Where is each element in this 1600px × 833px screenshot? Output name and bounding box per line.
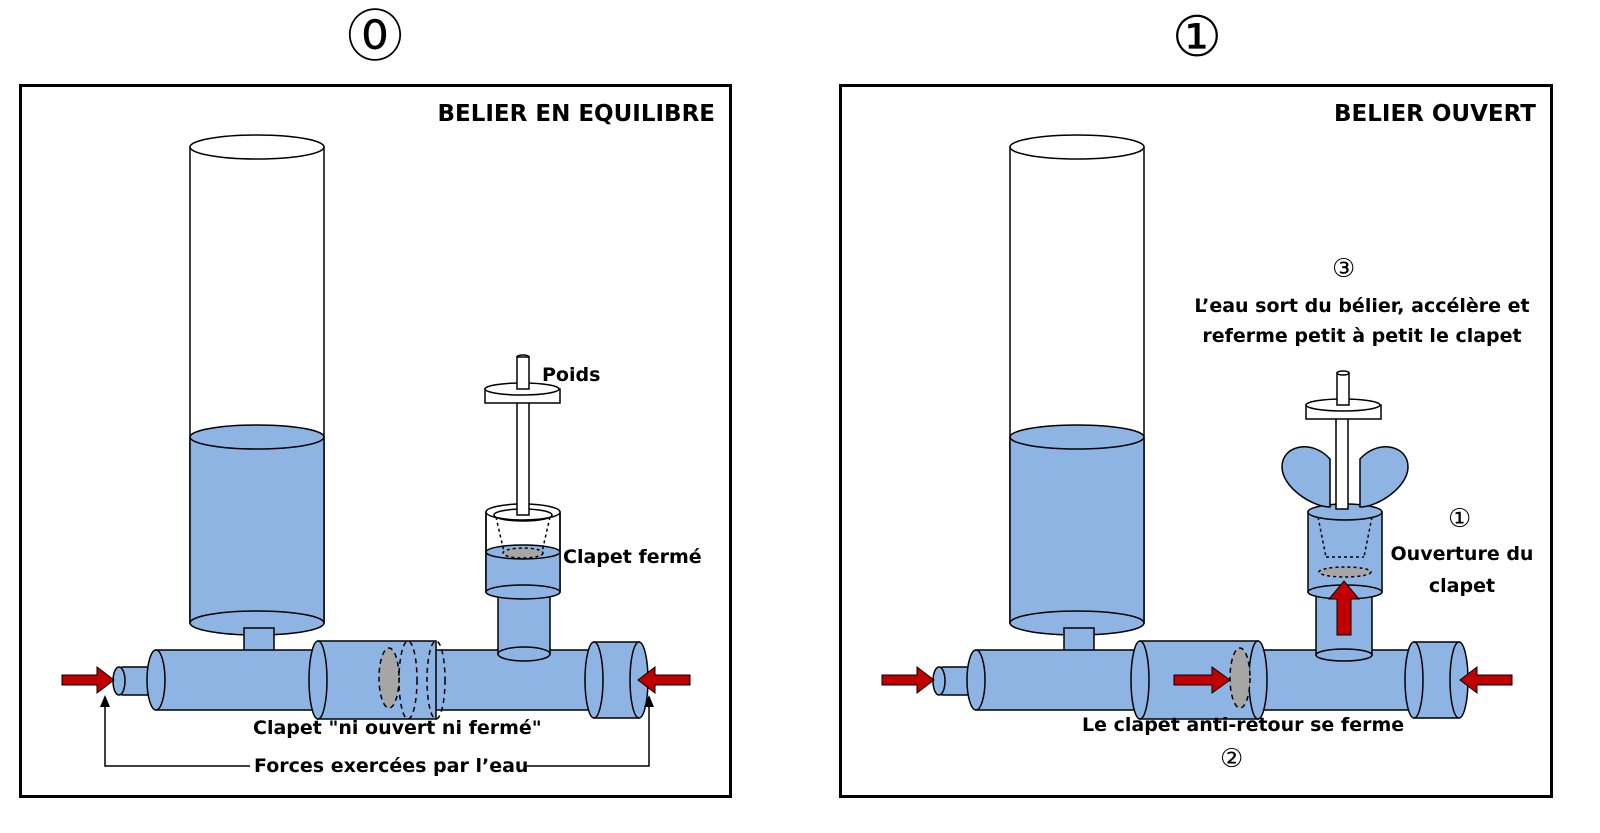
inflow-arrow-left <box>881 665 935 695</box>
waste-valve-chamber <box>485 503 561 600</box>
inflow-arrow-left <box>61 665 115 695</box>
panel-open: BELIER OUVERT ③ L’eau sort du bélier, ac… <box>839 84 1553 798</box>
valve-open-arrow <box>1327 580 1361 636</box>
step-1-number: ① <box>1448 504 1472 534</box>
panel-title: BELIER OUVERT <box>1334 101 1536 127</box>
water-forces-label: Forces exercées par l’eau <box>254 755 529 777</box>
waste-valve-riser <box>497 591 551 662</box>
end-cap <box>1404 641 1469 719</box>
inflow-arrow-right <box>637 665 691 695</box>
step-3-line-2: referme petit à petit le clapet <box>1202 325 1522 347</box>
check-valve-label: Clapet "ni ouvert ni fermé" <box>253 717 542 739</box>
panel-title: BELIER EN EQUILIBRE <box>437 101 715 127</box>
water-splash <box>1281 446 1409 508</box>
ram-pump-open-diagram <box>881 134 1513 720</box>
pressure-tank <box>189 134 325 636</box>
closed-valve-label: Clapet fermé <box>563 546 702 568</box>
step-3-number: ③ <box>1332 254 1356 284</box>
weight-rod <box>1305 370 1382 510</box>
force-bracket <box>104 699 650 767</box>
weight-rod <box>484 354 561 516</box>
step-3-line-1: L’eau sort du bélier, accélère et <box>1194 295 1530 317</box>
step-2-label: Le clapet anti-retour se ferme <box>1082 714 1405 736</box>
weight-label: Poids <box>542 364 601 386</box>
step-2-number: ② <box>1220 744 1244 774</box>
pressure-tank <box>1009 134 1145 636</box>
flow-arrow-into-valve <box>1173 666 1231 694</box>
panel-equilibrium: BELIER EN EQUILIBRE Poids Clapet fermé C… <box>19 84 732 798</box>
step-1-line-1: Ouverture du <box>1390 543 1534 565</box>
check-valve-sleeve <box>1130 640 1268 720</box>
ram-pump-equilibrium-diagram <box>61 134 691 767</box>
inflow-arrow-right <box>1459 665 1513 695</box>
step-1-line-2: clapet <box>1428 575 1496 597</box>
stage-number-1: ① <box>1171 5 1223 70</box>
stage-number-0: ⓪ <box>347 5 403 70</box>
check-valve-sleeve <box>308 640 446 720</box>
